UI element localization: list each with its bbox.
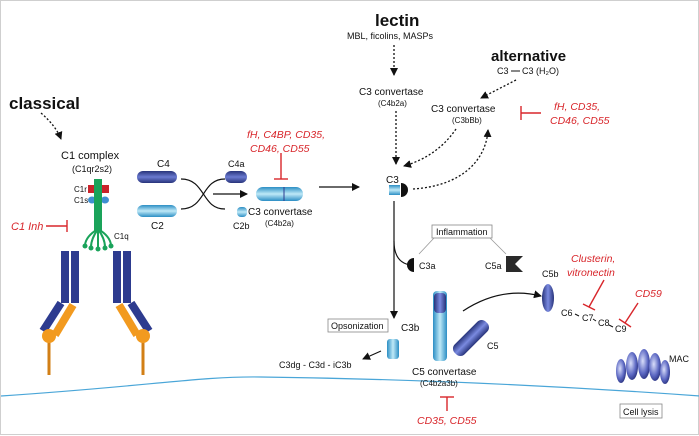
c6-label: C6 <box>561 308 573 318</box>
classical-c3-convertase-label: C3 convertase <box>248 207 313 218</box>
lectin-title: lectin <box>375 11 419 30</box>
antibody <box>39 251 153 375</box>
cell-membrane <box>1 376 699 397</box>
cd59-inhibitor: CD59 <box>635 288 662 300</box>
classical-c3-convertase-sub: (C4b2a) <box>265 219 294 228</box>
inflammation-box <box>431 224 493 239</box>
c3dg-label: C3dg - C3d - iC3b <box>279 360 352 370</box>
c1-inh-label: C1 Inh <box>11 221 43 233</box>
c3-cap <box>401 183 408 197</box>
clusterin-inhibitor-1: Clusterin, <box>571 253 615 265</box>
c5-label: C5 <box>487 341 499 351</box>
c4-label: C4 <box>157 159 170 170</box>
c3a-label: C3a <box>419 261 436 271</box>
c1r-block-right <box>102 185 109 193</box>
opsonization-label: Opsonization <box>331 321 384 331</box>
clusterin-inhibitor-line <box>588 279 605 308</box>
c5-protein <box>452 319 490 357</box>
c2b-label: C2b <box>233 221 250 231</box>
c3b-degradation-arrow <box>362 350 382 360</box>
alternative-title: alternative <box>491 48 566 65</box>
alt-inhibitors-2: CD46, CD55 <box>550 115 610 127</box>
classical-inhibitors-2: CD46, CD55 <box>250 143 310 155</box>
alt-dotted-arrow <box>480 79 517 99</box>
alt-reaction-c3: C3 <box>497 66 509 76</box>
c9-label: C9 <box>615 324 627 334</box>
c1r-block <box>88 185 95 193</box>
inflammation-line-left <box>418 237 435 255</box>
lectin-subtitle: MBL, ficolins, MASPs <box>347 31 434 41</box>
c1q-heads <box>82 243 114 252</box>
cell-lysis-box <box>619 403 663 419</box>
alt-c3-convertase-sub: (C3bBb) <box>452 116 482 125</box>
clusterin-inhibitor-2: vitronectin <box>567 267 615 279</box>
alt-to-c3-arrow <box>403 128 457 168</box>
mac-label: MAC <box>669 354 690 364</box>
c4-protein <box>137 171 177 183</box>
c4a-label: C4a <box>228 159 245 169</box>
c1-complex-sub: (C1qr2s2) <box>72 164 112 174</box>
cell-lysis-label: Cell lysis <box>623 407 659 417</box>
c5-convertase-label: C5 convertase <box>412 367 477 378</box>
c5-cleavage-arrow <box>462 290 542 312</box>
clusterin-inhibitor-bar <box>582 303 596 311</box>
c5a-label: C5a <box>485 261 502 271</box>
alt-reaction-c3h2o: C3 (H₂O) <box>522 66 559 76</box>
cleavage-cross-2 <box>180 178 226 210</box>
classical-c3-convertase <box>256 187 303 201</box>
c3a-fragment <box>407 258 414 272</box>
c5b-protein <box>542 284 554 312</box>
c1r-label: C1r <box>74 185 87 194</box>
c5a-fragment <box>506 256 523 272</box>
c5-convertase-c4b-part <box>434 293 446 313</box>
c1q-label: C1q <box>114 232 129 241</box>
c3-label: C3 <box>386 175 399 186</box>
c1-complex-label: C1 complex <box>61 150 120 162</box>
c1s-oval-right <box>101 196 109 204</box>
c2-protein <box>137 205 177 217</box>
c5-convertase-sub: (C4b2a3b) <box>420 379 458 388</box>
lectin-c3-convertase-label: C3 convertase <box>359 87 424 98</box>
c5conv-inhibitors: CD35, CD55 <box>417 415 477 427</box>
c3b-label: C3b <box>401 323 420 334</box>
mac-complex <box>616 349 670 384</box>
inflammation-label: Inflammation <box>436 227 488 237</box>
c3b-protein <box>387 339 399 359</box>
c3-protein <box>389 185 400 195</box>
c7-label: C7 <box>582 313 594 323</box>
alt-c3-convertase-label: C3 convertase <box>431 104 496 115</box>
classical-dotted-arrow <box>40 112 63 140</box>
c8-label: C8 <box>598 318 610 328</box>
c2-label: C2 <box>151 221 164 232</box>
classical-inhibitors-1: fH, C4BP, CD35, <box>247 129 325 141</box>
c5b-label: C5b <box>542 269 559 279</box>
c1q-tentacles <box>84 228 112 248</box>
c1s-label: C1s <box>74 196 88 205</box>
c2b-fragment <box>237 207 247 217</box>
c3-to-alt-loop-arrow <box>412 129 492 190</box>
c4a-fragment <box>225 171 247 183</box>
terminal-dashes <box>574 313 614 328</box>
opsonization-box <box>327 318 389 333</box>
cd59-inhibitor-line <box>624 302 639 324</box>
classical-title: classical <box>9 94 80 113</box>
alt-inhibitors-1: fH, CD35, <box>554 101 600 113</box>
inflammation-line-right <box>489 237 507 255</box>
c1q-stalk <box>94 179 102 231</box>
lectin-c3-convertase-sub: (C4b2a) <box>378 99 407 108</box>
cd59-inhibitor-bar <box>618 318 632 328</box>
